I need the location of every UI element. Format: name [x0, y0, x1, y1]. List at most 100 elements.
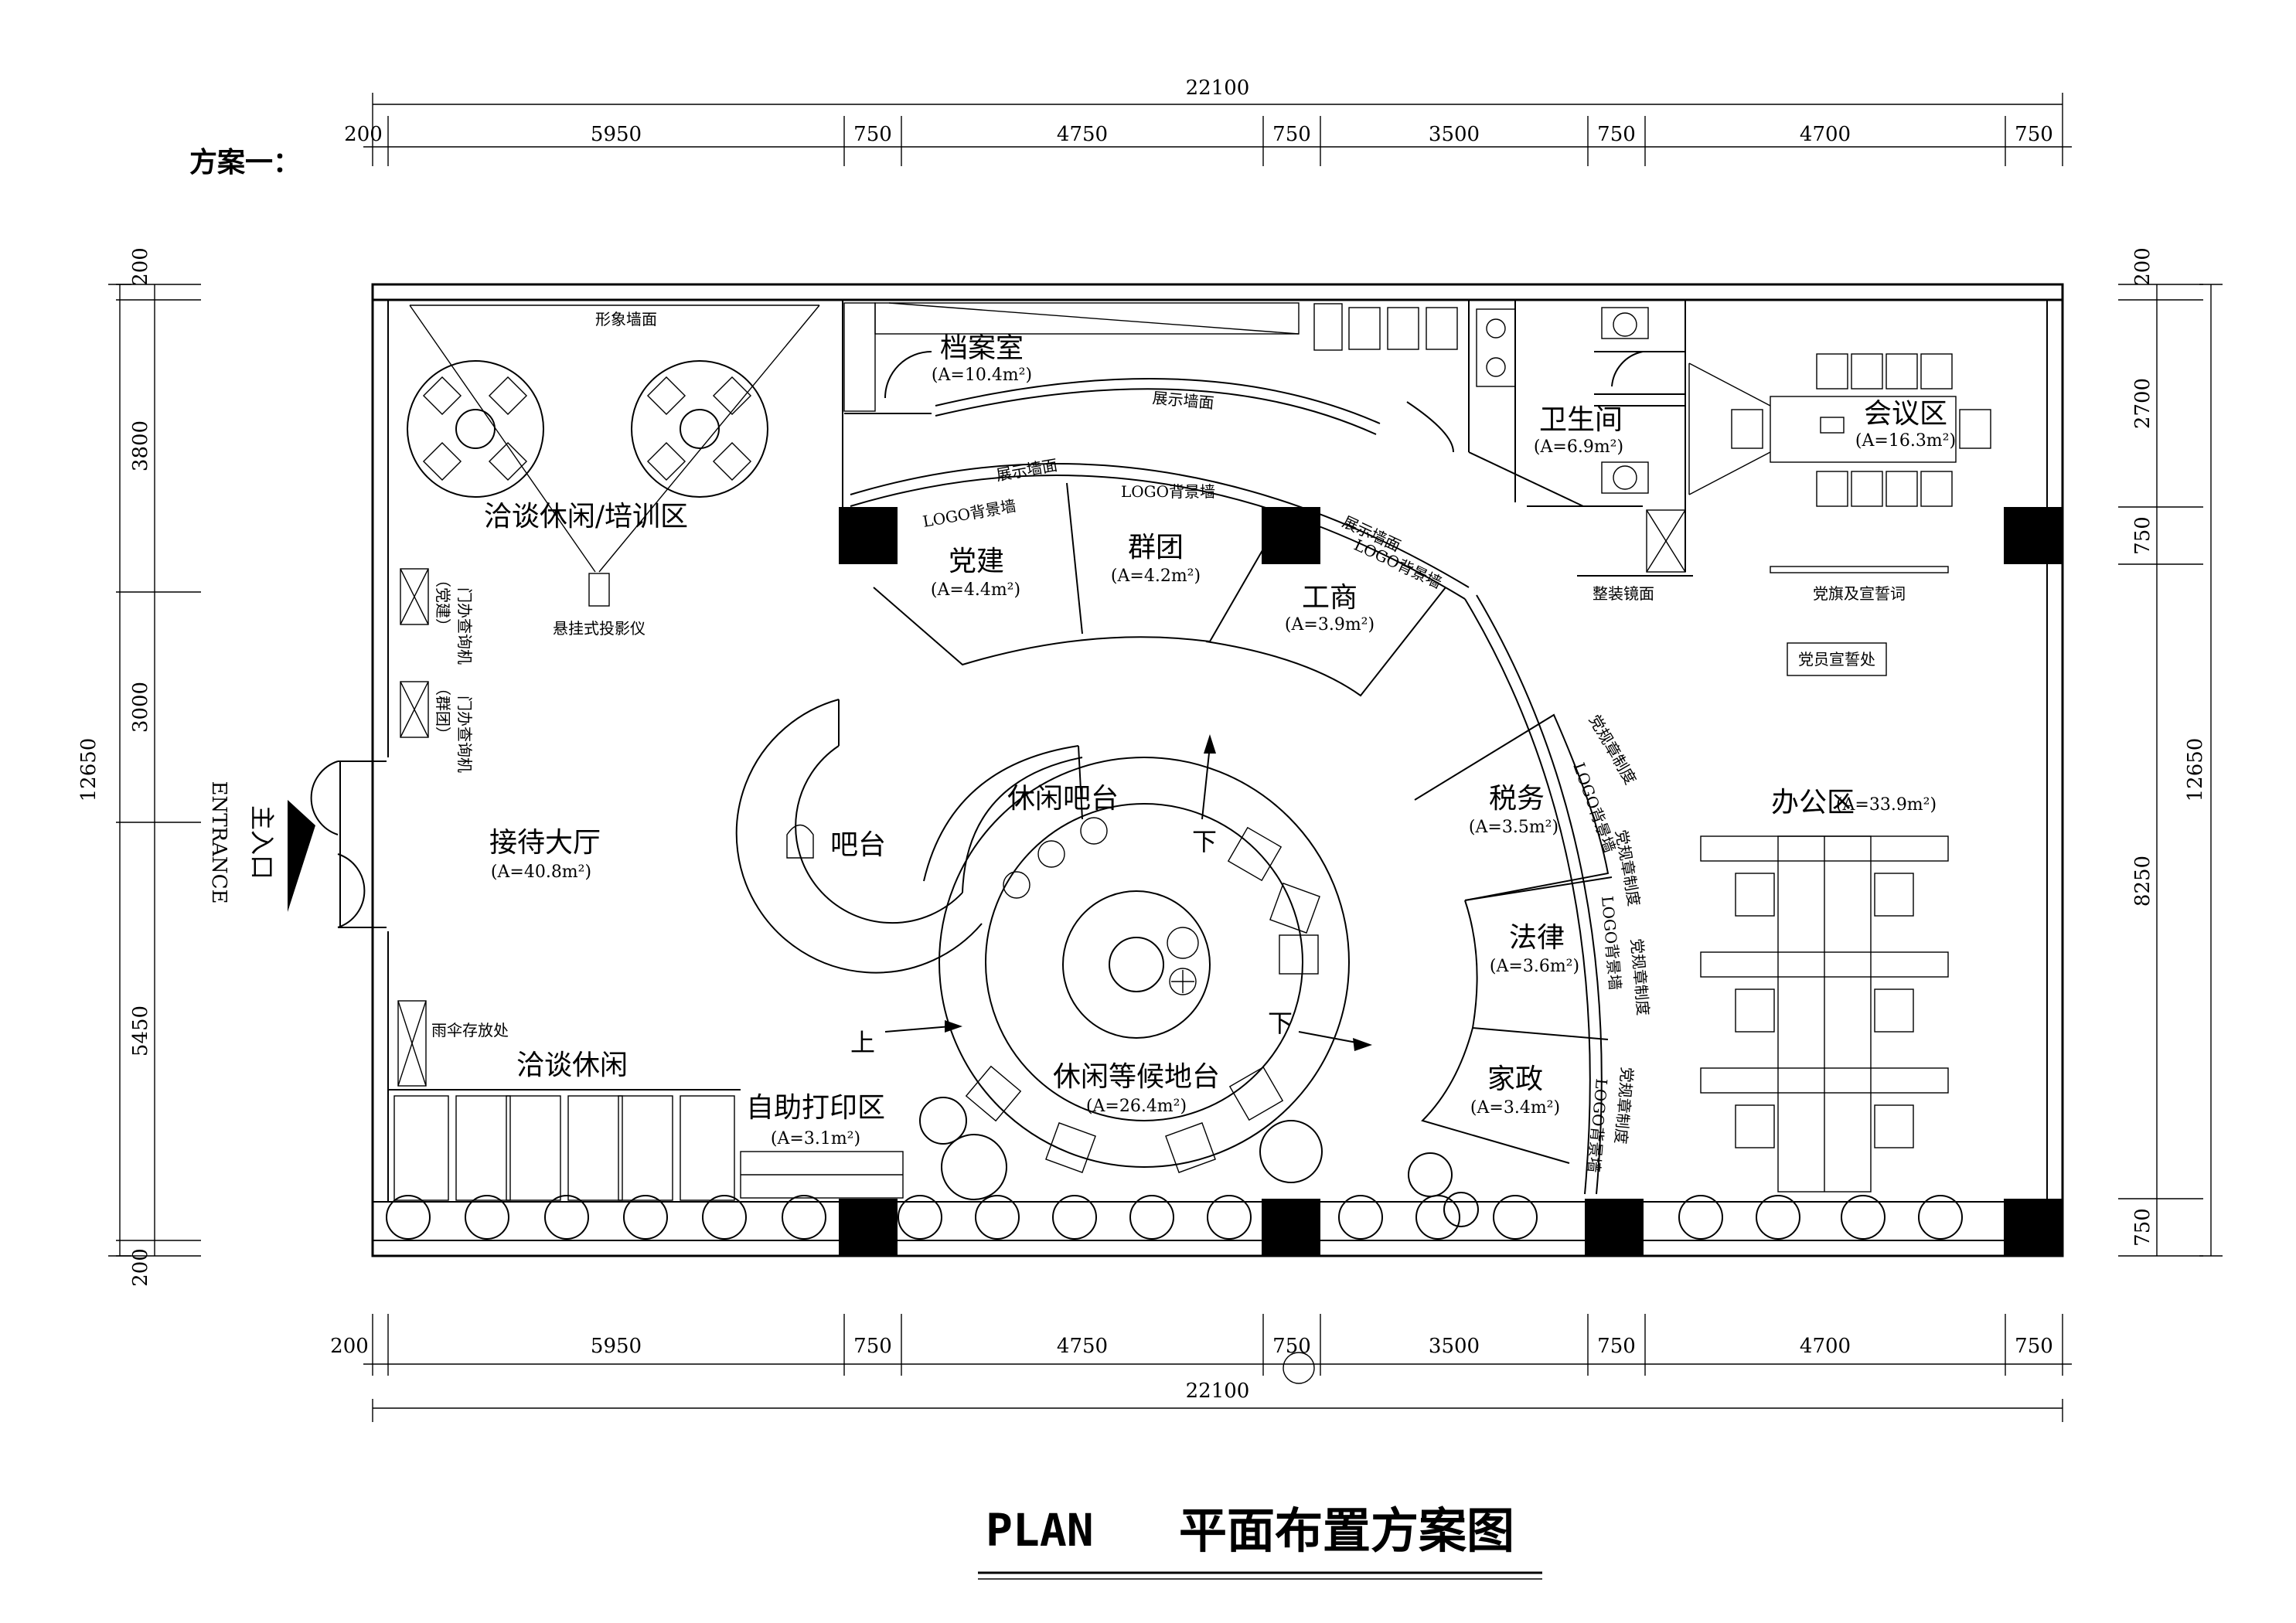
logo-wall-1: LOGO背景墙	[921, 496, 1017, 531]
bar-stool-icon	[786, 824, 814, 859]
projector-label: 悬挂式投影仪	[553, 619, 646, 638]
logo-wall-5: LOGO背景墙	[1598, 895, 1625, 991]
scheme-label: 方案一：	[189, 147, 301, 179]
logo-wall-4: LOGO背景墙	[1569, 760, 1619, 856]
archive-area: (A=10.4m²)	[932, 366, 1032, 385]
reception-hall: 接待大厅 (A=40.8m²)	[489, 827, 601, 882]
main-entrance[interactable]: 主入口 ENTRANCE	[207, 760, 387, 928]
rules-4: 党规章制度	[1611, 1067, 1637, 1145]
top-total-dim: 22100	[1186, 77, 1250, 100]
waiting-label: 休闲等候地台	[1053, 1061, 1220, 1093]
image-wall-label: 形象墙面	[595, 310, 657, 328]
training-area-label: 洽谈休闲/培训区	[484, 501, 688, 532]
toilet-area-size: (A=6.9m²)	[1534, 437, 1623, 457]
top-dim-3: 750	[853, 123, 892, 146]
bottom-dim-6: 3500	[1429, 1335, 1480, 1358]
up-label: 上	[850, 1028, 875, 1057]
left-dim-5: 200	[129, 1248, 152, 1287]
top-dim-2: 5950	[591, 123, 642, 146]
meeting-label: 会议区	[1864, 398, 1947, 430]
left-dimensions: 12650 200 3800 3000 5450 200	[77, 247, 201, 1287]
office-area: 办公区 (A=33.9m²)	[1700, 787, 1949, 1193]
top-dim-6: 3500	[1429, 123, 1480, 146]
rules-3: 党规章制度	[1627, 937, 1653, 1016]
office-area-size: (A=33.9m²)	[1836, 795, 1937, 815]
commerce-room-area: (A=3.9m²)	[1285, 615, 1375, 635]
down-label-1: 下	[1192, 827, 1217, 856]
group-room-label: 群团	[1128, 532, 1184, 563]
leisure-bar-label: 休闲吧台	[1007, 783, 1119, 815]
house-room-label: 家政	[1487, 1063, 1543, 1095]
kiosk1-sub: （党建）	[434, 572, 452, 634]
top-dim-5: 750	[1272, 123, 1311, 146]
waiting-area: (A=26.4m²)	[1086, 1097, 1187, 1116]
left-dim-1: 200	[129, 247, 152, 286]
reception-label: 接待大厅	[489, 827, 601, 859]
entrance-cn-label: 主入口	[247, 805, 277, 880]
round-table-right	[631, 360, 768, 498]
outer-walls	[371, 283, 2064, 1257]
bottom-dim-4: 4750	[1057, 1335, 1108, 1358]
umbrella-label: 雨伞存放处	[431, 1021, 509, 1039]
title-cn: 平面布置方案图	[1179, 1502, 1514, 1559]
reception-area: (A=40.8m²)	[491, 863, 591, 882]
law-room-label: 法律	[1509, 922, 1565, 954]
planters	[386, 1097, 1963, 1240]
kiosk2-label: 门办查询机	[455, 696, 474, 773]
flag-label: 党旗及宣誓词	[1813, 584, 1906, 603]
toilet-area: 卫生间 (A=6.9m²) 整装镜面	[1313, 300, 1693, 603]
kiosks: 门办查询机 （党建） 门办查询机 （群团）	[400, 568, 474, 773]
oath-label: 党员宣誓处	[1798, 650, 1875, 669]
print-area-label: 自助打印区	[746, 1092, 885, 1124]
right-total-dim: 12650	[2184, 738, 2207, 802]
left-dim-2: 3800	[129, 420, 152, 471]
tax-room-area: (A=3.5m²)	[1469, 818, 1558, 837]
right-dimensions: 12650 200 2700 750 8250 750	[2118, 247, 2223, 1257]
print-area: 自助打印区 (A=3.1m²)	[740, 1092, 904, 1199]
mirror-label: 整装镜面	[1593, 584, 1654, 603]
entrance-en-label: ENTRANCE	[207, 781, 230, 903]
waiting-platform: 休闲吧台 休闲等候地台 (A=26.4m²) 下 下 上	[850, 734, 1372, 1173]
commerce-room-label: 工商	[1302, 582, 1358, 614]
drawing-title: PLAN 平面布置方案图	[978, 1502, 1542, 1580]
bottom-dim-8: 4700	[1800, 1335, 1851, 1358]
top-dim-1: 200	[344, 123, 383, 146]
bottom-dim-7: 750	[1597, 1335, 1636, 1358]
lounge-label: 洽谈休闲	[516, 1050, 628, 1081]
office-label: 办公区	[1771, 787, 1855, 818]
left-dim-3: 3000	[129, 682, 152, 733]
top-dim-7: 750	[1597, 123, 1636, 146]
archive-label: 档案室	[940, 332, 1024, 364]
right-dim-5: 750	[2131, 1208, 2155, 1247]
structural-columns	[839, 507, 2063, 1256]
archive-room: 档案室 (A=10.4m²) 展示墙面	[842, 300, 1381, 507]
right-dim-3: 750	[2131, 516, 2155, 555]
left-dim-4: 5450	[129, 1005, 152, 1056]
right-arc-rooms: 税务 (A=3.5m²) 法律 (A=3.6m²) 家政 (A=3.4m²) 党…	[1414, 594, 1653, 1195]
toilet-label: 卫生间	[1539, 404, 1623, 436]
kiosk2-sub: （群团）	[434, 680, 452, 742]
round-table-left	[407, 360, 544, 498]
top-dim-9: 750	[2015, 123, 2053, 146]
bottom-dimensions: 200 5950 750 4750 750 3500 750 4700 750 …	[330, 1314, 2072, 1422]
top-dim-4: 4750	[1057, 123, 1108, 146]
party-room-area: (A=4.4m²)	[931, 580, 1020, 600]
law-room-area: (A=3.6m²)	[1490, 957, 1579, 976]
display-wall-2: 展示墙面	[995, 455, 1059, 485]
bottom-dim-3: 750	[853, 1335, 892, 1358]
upper-arc-rooms: 展示墙面 展示墙面 LOGO背景墙 LOGO背景墙 LOGO背景墙 党建 (A=…	[850, 455, 1470, 697]
top-dim-8: 4700	[1800, 123, 1851, 146]
bar-label: 吧台	[830, 829, 886, 861]
training-area: 形象墙面 洽谈休闲/培训区 悬挂式投影仪	[407, 305, 820, 638]
print-area-size: (A=3.1m²)	[771, 1129, 860, 1148]
right-dim-4: 8250	[2131, 856, 2155, 907]
party-room-label: 党建	[949, 546, 1004, 577]
logo-wall-6: LOGO背景墙	[1584, 1078, 1611, 1174]
bottom-dim-9: 750	[2015, 1335, 2053, 1358]
logo-wall-2: LOGO背景墙	[1121, 482, 1215, 501]
right-dim-2: 2700	[2131, 378, 2155, 429]
group-room-area: (A=4.2m²)	[1111, 567, 1201, 586]
top-dimensions: 22100 200 5950 750 4750 750 3500 750 470…	[344, 77, 2072, 166]
bottom-dim-1: 200	[330, 1335, 369, 1358]
meeting-area-size: (A=16.3m²)	[1855, 431, 1956, 451]
